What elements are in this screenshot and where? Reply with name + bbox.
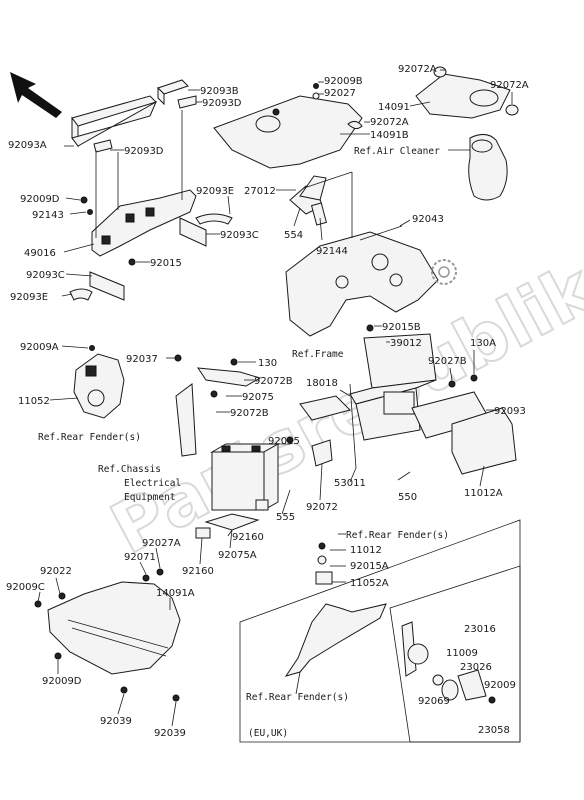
label-550: 550 xyxy=(398,492,417,503)
label-92015-left: 92015 xyxy=(150,258,182,269)
battery-case-group xyxy=(286,324,517,475)
label-27012: 27012 xyxy=(244,186,276,197)
label-92009C: 92009C xyxy=(6,582,45,593)
label-92027: 92027 xyxy=(324,88,356,99)
front-arrow-icon xyxy=(10,72,62,118)
label-92009B: 92009B xyxy=(324,76,363,87)
label-14091B: 14091B xyxy=(370,130,409,141)
label-53011: 53011 xyxy=(334,478,366,489)
label-92093C-right: 92093C xyxy=(220,230,259,241)
label-92093B: 92093B xyxy=(200,86,239,97)
label-11052A: 11052A xyxy=(350,578,389,589)
ref-chassis-2: Electrical xyxy=(124,478,181,489)
label-23016: 23016 xyxy=(464,624,496,635)
label-92160-b: 92160 xyxy=(182,566,214,577)
label-39012: 39012 xyxy=(390,338,422,349)
label-92075A: 92075A xyxy=(218,550,257,561)
label-92093A: 92093A xyxy=(8,140,47,151)
label-92039-a: 92039 xyxy=(100,716,132,727)
label-92093D-top: 92093D xyxy=(202,98,242,109)
upper-left-group xyxy=(69,79,233,301)
label-92093E-top: 92093E xyxy=(196,186,234,197)
label-14091A: 14091A xyxy=(156,588,195,599)
label-92093E-bottom: 92093E xyxy=(10,292,48,303)
label-92143: 92143 xyxy=(32,210,64,221)
label-92043: 92043 xyxy=(412,214,444,225)
ref-air-cleaner: Ref.Air Cleaner xyxy=(354,146,440,157)
label-92071: 92071 xyxy=(124,552,156,563)
label-92093: 92093 xyxy=(494,406,526,417)
label-92093C-left: 92093C xyxy=(26,270,65,281)
label-92075: 92075 xyxy=(242,392,274,403)
label-554: 554 xyxy=(284,230,303,241)
label-23058: 23058 xyxy=(478,725,510,736)
label-92039-b: 92039 xyxy=(154,728,186,739)
label-92160-a: 92160 xyxy=(232,532,264,543)
ref-frame: Ref.Frame xyxy=(292,349,344,360)
lower-cover-group xyxy=(34,568,181,702)
label-92027A: 92027A xyxy=(142,538,181,549)
eu-uk-box xyxy=(239,519,521,743)
label-11009: 11009 xyxy=(446,648,478,659)
label-92009D-top: 92009D xyxy=(20,194,60,205)
ref-chassis-1: Ref.Chassis xyxy=(98,464,161,475)
label-92069: 92069 xyxy=(418,696,450,707)
label-92037: 92037 xyxy=(126,354,158,365)
label-92009: 92009 xyxy=(484,680,516,691)
ref-rear-fender-3: Ref.Rear Fender(s) xyxy=(246,692,349,703)
battery-group xyxy=(174,354,280,539)
label-92009D-bottom: 92009D xyxy=(42,676,82,687)
label-92072A-b: 92072A xyxy=(490,80,529,91)
label-130A: 130A xyxy=(470,338,496,349)
label-92015-mid: 92015 xyxy=(268,436,300,447)
label-92022: 92022 xyxy=(40,566,72,577)
label-49016: 49016 xyxy=(24,248,56,259)
left-bracket-group xyxy=(73,345,125,419)
label-92072B-a: 92072B xyxy=(254,376,293,387)
reference-labels: Ref.Air Cleaner Ref.Frame Ref.Rear Fende… xyxy=(38,146,449,739)
label-11012: 11012 xyxy=(350,545,382,556)
leader-lines xyxy=(37,69,513,727)
label-92072A-c: 92072A xyxy=(370,117,409,128)
ref-rear-fender-1: Ref.Rear Fender(s) xyxy=(38,432,141,443)
tray-group xyxy=(213,66,519,201)
ref-chassis-3: Equipment xyxy=(124,492,175,503)
label-92072: 92072 xyxy=(306,502,338,513)
ref-rear-fender-2: Ref.Rear Fender(s) xyxy=(346,530,449,541)
label-92144: 92144 xyxy=(316,246,348,257)
label-92027B: 92027B xyxy=(428,356,467,367)
label-11012A: 11012A xyxy=(464,488,503,499)
label-14091: 14091 xyxy=(378,102,410,113)
frame-group xyxy=(285,175,457,337)
label-92072A-a: 92072A xyxy=(398,64,437,75)
label-23026: 23026 xyxy=(460,662,492,673)
label-92015A: 92015A xyxy=(350,561,389,572)
label-130-left: 130 xyxy=(258,358,277,369)
label-18018: 18018 xyxy=(306,378,338,389)
region-label: (EU,UK) xyxy=(248,728,288,739)
label-11052: 11052 xyxy=(18,396,50,407)
label-92072B-b: 92072B xyxy=(230,408,269,419)
label-92009A: 92009A xyxy=(20,342,59,353)
label-555: 555 xyxy=(276,512,295,523)
label-92015B: 92015B xyxy=(382,322,421,333)
label-92093D-mid: 92093D xyxy=(124,146,164,157)
part-labels: 92093B 92093D 92093A 92093D 92009D 92143… xyxy=(6,64,529,739)
